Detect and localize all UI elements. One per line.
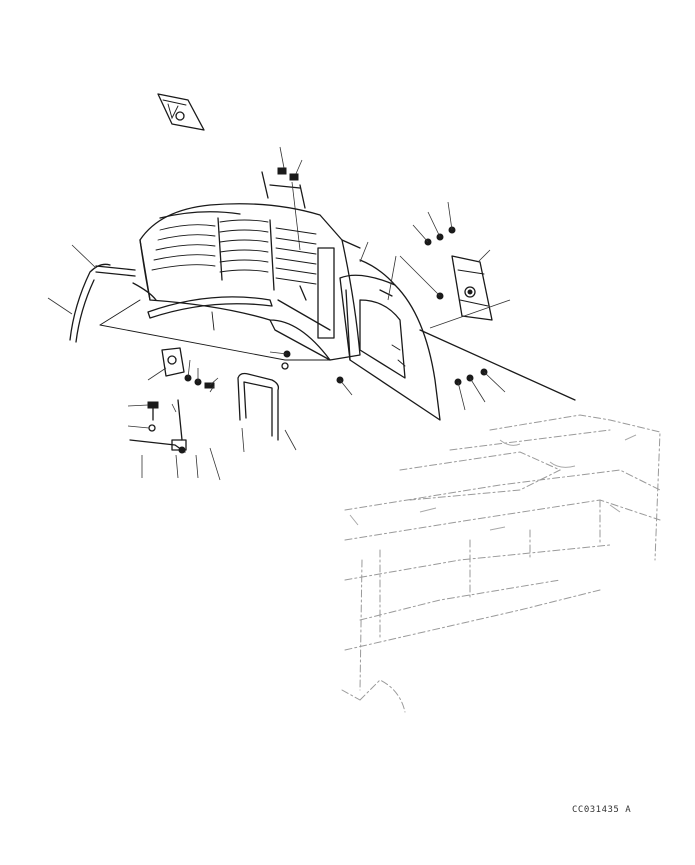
drawing-code: CC031435 A — [572, 805, 632, 815]
lower-seal-strip — [147, 296, 273, 319]
rubber-edge-strip — [47, 244, 136, 343]
center-fasteners — [269, 350, 353, 396]
decal-label — [157, 93, 205, 131]
top-bolt-set — [261, 146, 306, 251]
side-door-panel — [339, 241, 441, 421]
u-bolt-rod — [237, 372, 297, 453]
latch-assembly — [127, 347, 221, 481]
hood-cover-panel — [132, 203, 361, 361]
machine-frame-ghost — [341, 414, 661, 713]
hinge-pin-rod — [419, 299, 576, 411]
hinge-bracket — [387, 201, 493, 321]
assembly-reference-lines — [99, 299, 331, 361]
